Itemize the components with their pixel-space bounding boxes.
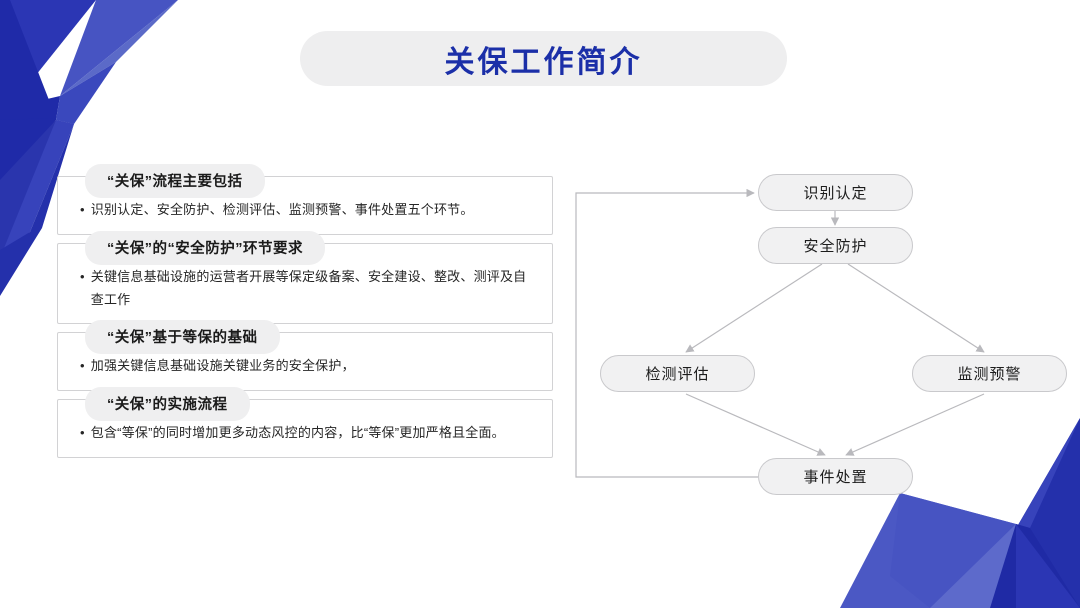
flow-node-label: 监测预警	[957, 366, 1022, 383]
flow-node-protect[interactable]: 安全防护	[758, 227, 913, 264]
edge-incident-to-identify	[575, 188, 758, 478]
section-body: • 关键信息基础设施的运营者开展等保定级备案、安全建设、整改、测评及自查工作	[80, 266, 536, 312]
flow-node-identify[interactable]: 识别认定	[758, 174, 913, 211]
content-section: “关保”的实施流程 • 包含“等保”的同时增加更多动态风控的内容，比“等保”更加…	[57, 387, 553, 458]
flowchart-edges	[575, 188, 985, 478]
section-body: • 识别认定、安全防护、检测评估、监测预警、事件处置五个环节。	[80, 199, 536, 222]
section-body-text: 识别认定、安全防护、检测评估、监测预警、事件处置五个环节。	[90, 202, 474, 217]
edge-assess-to-incident	[685, 393, 826, 456]
flow-node-monitor[interactable]: 监测预警	[912, 355, 1067, 392]
bullet-icon: •	[80, 268, 85, 284]
section-heading: “关保”基于等保的基础	[85, 320, 280, 355]
section-box: • 识别认定、安全防护、检测评估、监测预警、事件处置五个环节。	[57, 176, 553, 235]
flow-node-label: 识别认定	[803, 185, 868, 202]
section-heading: “关保”的“安全防护”环节要求	[85, 230, 325, 265]
content-section: “关保”流程主要包括 • 识别认定、安全防护、检测评估、监测预警、事件处置五个环…	[57, 164, 553, 235]
section-body: • 包含“等保”的同时增加更多动态风控的内容，比“等保”更加严格且全面。	[80, 422, 536, 445]
content-section: “关保”的“安全防护”环节要求 • 关键信息基础设施的运营者开展等保定级备案、安…	[57, 230, 553, 325]
edge-monitor-to-incident	[845, 393, 985, 456]
edge-protect-to-assess	[685, 263, 823, 353]
section-body: • 加强关键信息基础设施关键业务的安全保护，	[80, 355, 536, 378]
section-heading: “关保”的实施流程	[85, 387, 250, 421]
flow-node-assess[interactable]: 检测评估	[600, 355, 755, 392]
content-sections-panel: “关保”流程主要包括 • 识别认定、安全防护、检测评估、监测预警、事件处置五个环…	[57, 164, 553, 466]
bullet-icon: •	[80, 358, 85, 374]
page-title-pill: 关保工作简介	[300, 31, 787, 86]
bullet-icon: •	[80, 202, 85, 217]
bullet-icon: •	[80, 425, 85, 440]
section-heading: “关保”流程主要包括	[85, 164, 265, 198]
process-flowchart: 识别认定 安全防护 检测评估 监测预警 事件处置	[570, 160, 1070, 510]
content-section: “关保”基于等保的基础 • 加强关键信息基础设施关键业务的安全保护，	[57, 320, 553, 391]
section-body-text: 关键信息基础设施的运营者开展等保定级备案、安全建设、整改、测评及自查工作	[90, 268, 527, 307]
section-body-text: 加强关键信息基础设施关键业务的安全保护，	[90, 358, 355, 374]
page-title: 关保工作简介	[444, 45, 643, 79]
flow-node-incident[interactable]: 事件处置	[758, 458, 913, 495]
edge-protect-to-monitor	[847, 263, 985, 353]
section-body-text: 包含“等保”的同时增加更多动态风控的内容，比“等保”更加严格且全面。	[90, 425, 505, 440]
flow-node-label: 安全防护	[803, 238, 868, 255]
flow-node-label: 检测评估	[645, 366, 710, 383]
flow-node-label: 事件处置	[803, 469, 868, 486]
